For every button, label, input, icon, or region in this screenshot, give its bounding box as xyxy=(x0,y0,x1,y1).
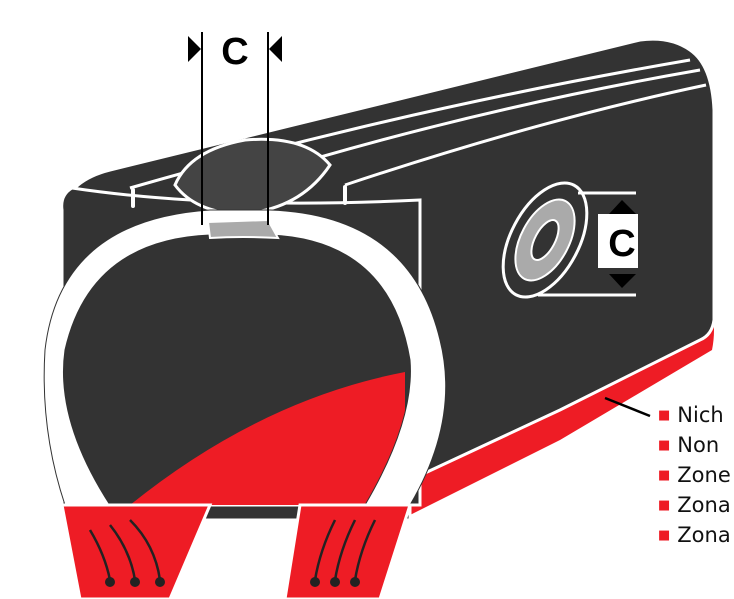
bullet-icon: ■ xyxy=(658,438,671,453)
top-arrow-right xyxy=(269,36,282,62)
legend-list: ■ Nich ■ Non ■ Zone ■ Zona ■ Zona xyxy=(658,400,731,550)
bullet-icon: ■ xyxy=(658,498,671,513)
side-dimension xyxy=(538,191,636,297)
bead-cords xyxy=(88,519,377,581)
legend-item-text: Non xyxy=(677,433,720,457)
legend-item-text: Zona xyxy=(677,523,731,547)
legend-item: ■ Non xyxy=(658,430,731,460)
bullet-icon: ■ xyxy=(658,528,671,543)
side-damage xyxy=(501,181,589,299)
side-dimension-label: C xyxy=(608,223,635,265)
side-arrow-up xyxy=(609,200,636,214)
bullet-icon: ■ xyxy=(658,468,671,483)
legend-item-text: Zone xyxy=(677,463,731,487)
bead-cord-ends xyxy=(105,577,360,587)
legend-leader-line xyxy=(604,396,651,418)
side-dimension-label-bg xyxy=(598,214,638,268)
side-arrow-down xyxy=(609,274,636,288)
left-bead xyxy=(60,503,213,599)
legend-item: ■ Zona xyxy=(658,490,731,520)
top-dimension-label: C xyxy=(221,31,248,73)
legend-item: ■ Zone xyxy=(658,460,731,490)
top-dimension-lines xyxy=(201,32,269,225)
legend-item-text: Zona xyxy=(677,493,731,517)
bullet-icon: ■ xyxy=(658,408,671,423)
right-bead xyxy=(283,503,413,599)
legend-item: ■ Zona xyxy=(658,520,731,550)
top-arrow-left xyxy=(188,36,201,62)
legend-item: ■ Nich xyxy=(658,400,731,430)
red-inner-zone xyxy=(130,372,405,505)
legend-item-text: Nich xyxy=(677,403,724,427)
inner-patch xyxy=(206,218,280,240)
